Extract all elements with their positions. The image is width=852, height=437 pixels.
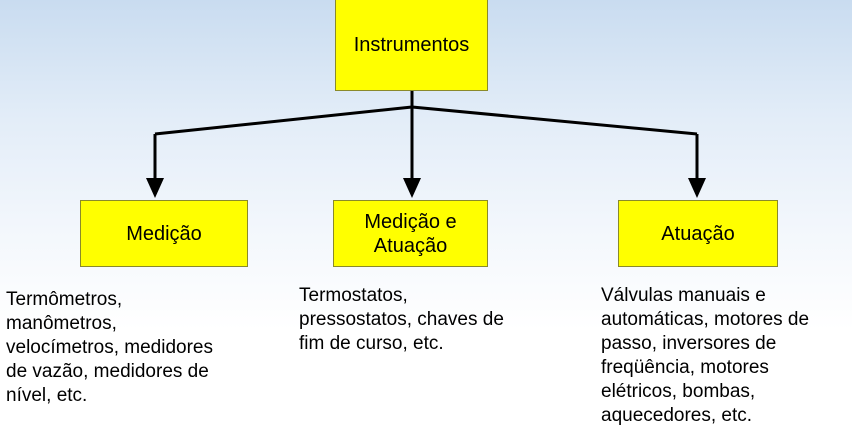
description-line: nível, etc. [6, 385, 88, 406]
description-line: automáticas, motores de [601, 309, 810, 330]
description-line: velocímetros, medidores [6, 337, 213, 358]
arrow-head-atuacao [688, 178, 706, 198]
arrow-head-medicao [146, 178, 164, 198]
description-line: Termômetros, [6, 289, 123, 310]
branch-line-right [411, 105, 698, 136]
description-line: elétricos, bombas, [601, 381, 756, 402]
root-node-instrumentos: Instrumentos [335, 0, 488, 91]
branch-line-left [154, 105, 413, 136]
description-medicao-atuacao: Termostatos, pressostatos, chaves de fim… [299, 284, 569, 356]
description-line: Termostatos, [299, 285, 408, 306]
description-line: de vazão, medidores de [6, 361, 209, 382]
description-line: passo, inversores de [601, 333, 777, 354]
description-line: aquecedores, etc. [601, 405, 753, 426]
description-atuacao: Válvulas manuais e automáticas, motores … [601, 284, 852, 428]
description-line: manômetros, [6, 313, 117, 334]
node-medicao-atuacao: Medição e Atuação [333, 200, 488, 267]
description-line: fim de curso, etc. [299, 333, 444, 354]
arrow-head-medicao-atuacao [403, 178, 421, 198]
description-line: pressostatos, chaves de [299, 309, 504, 330]
node-medicao: Medição [80, 200, 248, 267]
node-atuacao: Atuação [618, 200, 778, 267]
description-line: freqüência, motores [601, 357, 769, 378]
description-medicao: Termômetros, manômetros, velocímetros, m… [6, 288, 276, 408]
description-line: Válvulas manuais e [601, 285, 766, 306]
